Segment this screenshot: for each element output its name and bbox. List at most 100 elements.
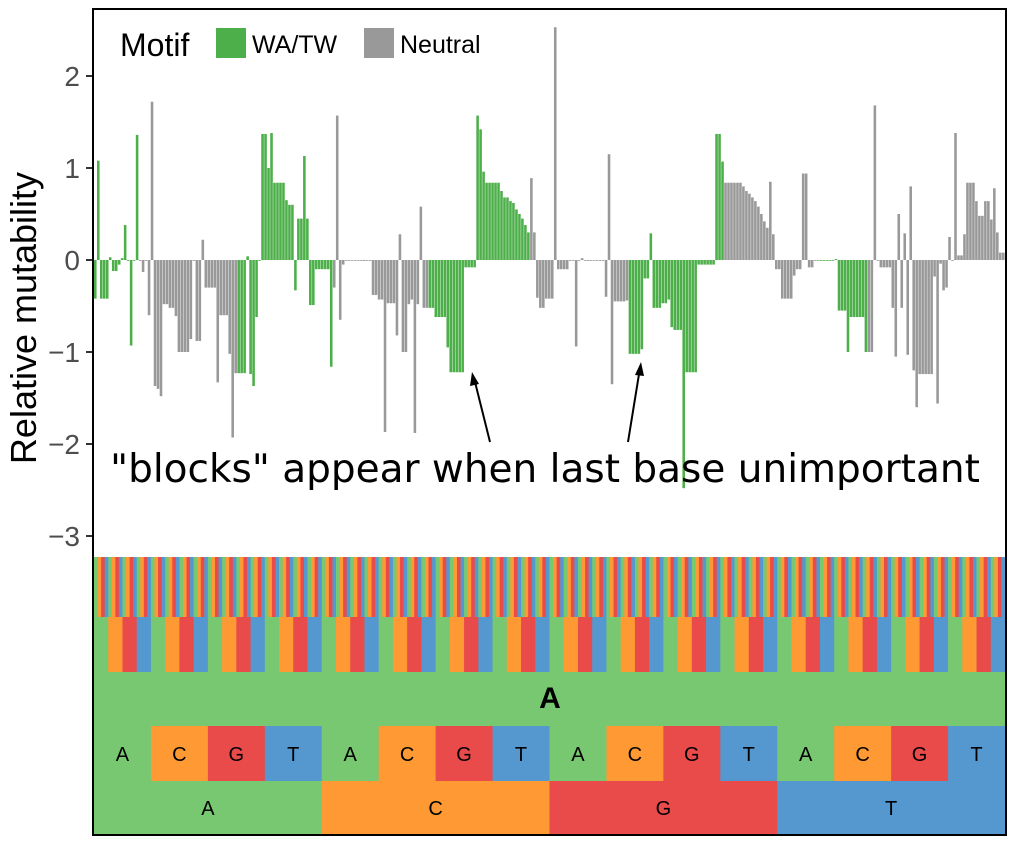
bar [159,260,163,397]
band-row1-cell [271,557,276,617]
bar [246,256,249,260]
band-row1-cell [997,557,1002,617]
bar [132,260,136,261]
band-row1-cell [745,557,750,617]
band-row1-cell [570,557,575,617]
band-row1-cell [232,557,237,617]
y-axis-label: Relative mutability [3,172,44,464]
band-row2-cell [791,617,807,672]
bar [413,260,417,433]
band-row5-label: A [201,798,215,820]
band-row1-cell [108,557,113,617]
band-row1-cell [916,557,920,617]
annotation-text: "blocks" appear when last base unimporta… [110,447,980,492]
band-row1-cell [866,557,871,617]
bar [144,260,148,261]
band-row2-cell [535,617,550,672]
bar [760,214,763,260]
bar [533,232,536,260]
band-row1-cell [599,557,604,617]
band-row1-cell [741,557,746,617]
band-row1-cell [424,557,429,617]
band-row2-cell [307,617,323,672]
bar [721,161,724,260]
bar [488,182,491,260]
band-row1-cell [987,557,992,617]
band-row5-cell [549,781,778,834]
band-row1-cell [634,557,639,617]
bar [150,101,154,260]
bar [918,260,921,375]
bar [634,260,638,354]
bar [183,260,187,352]
bar [273,182,276,260]
band-row1-cell [624,557,629,617]
band-row1-cell [684,557,689,617]
band-row2-cell [734,617,750,672]
band-row5-cell [94,781,323,834]
band-row1-cell [592,557,597,617]
bar [619,260,623,302]
bar [912,260,915,371]
bar [864,260,868,352]
bar [548,260,551,299]
band-row1-cell [923,557,928,617]
bar [586,260,590,261]
band-row2-cell [620,617,636,672]
band-row1-cell [321,557,326,617]
bar [993,188,996,260]
band-row1-cell [698,557,703,617]
bar [589,260,593,261]
band-row1-cell [844,557,849,617]
band-row1-cell [478,557,483,617]
band-row2-cell [136,617,152,672]
bar [670,260,674,328]
band-row1-cell [243,557,248,617]
bar [108,257,112,260]
bar [165,260,169,305]
bar [371,260,375,295]
band-row2-cell [948,617,963,672]
bar [94,260,97,299]
band-row2-cell [905,617,920,672]
bar [783,260,787,299]
y-tick-label: −1 [48,337,80,368]
band-row1-cell [332,557,337,617]
bar [323,260,327,270]
bar [353,260,357,261]
band-row2-cell [976,617,992,672]
band-row1-cell [339,557,344,617]
bar [718,133,721,260]
bar [500,191,503,260]
band-row1-cell [617,557,622,617]
bar [894,260,898,357]
bar [673,260,677,330]
bar [386,260,390,304]
band-row1-cell [876,557,881,617]
bar [96,160,100,260]
bar [180,260,184,352]
band-row1-cell [335,557,340,617]
band-row1-cell [930,557,935,617]
band-row1-cell [300,557,305,617]
band-row1-cell [168,557,173,617]
bar [876,260,880,261]
band-row1-cell [325,557,330,617]
band-row1-cell [118,557,123,617]
bar [362,260,366,261]
bar [467,260,470,268]
bar [792,260,796,276]
bar [174,260,178,317]
band-row1-cell [834,557,839,617]
band-row2-cell [264,617,280,672]
bar [294,260,297,291]
bar [939,260,942,264]
bar [766,227,769,260]
band-row1-cell [994,557,999,617]
bar [407,260,411,305]
bar [344,260,348,261]
bar [138,260,142,261]
bar [482,171,485,260]
band-row1-cell [563,557,568,617]
band-row4-label: A [116,744,130,766]
